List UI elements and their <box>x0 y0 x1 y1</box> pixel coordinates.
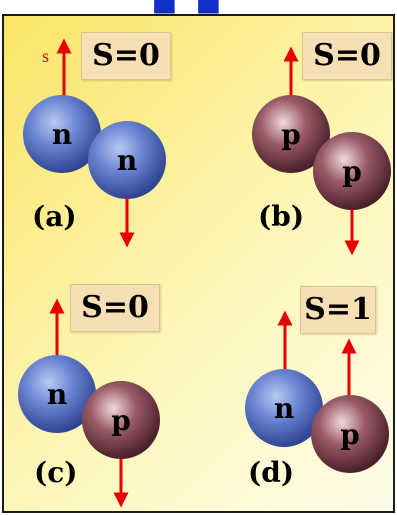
particle-label: n <box>117 144 137 177</box>
spin-state-label-b: S=0 <box>302 32 392 80</box>
particle-label: p <box>281 118 301 151</box>
neutron-ball-a2 <box>88 121 166 199</box>
title-cropped-text: ▄▀▄▀ <box>0 0 397 14</box>
neutron-ball-d <box>245 369 323 447</box>
panel-caption-c: (c) <box>34 456 78 489</box>
diagram-canvas: n n p p n p n p <box>18 38 391 508</box>
proton-ball-c <box>82 381 160 459</box>
spin-symbol-label: s <box>42 46 50 66</box>
diagram-frame: n n p p n p n p s S=0 S=0 S=0 S=1 (a) (b… <box>2 14 395 513</box>
particle-label: p <box>340 418 360 451</box>
spin-state-label-c: S=0 <box>70 284 160 332</box>
panel-caption-b: (b) <box>258 200 305 233</box>
proton-ball-d <box>311 395 389 473</box>
neutron-ball-c <box>18 355 96 433</box>
panel-d <box>245 310 389 473</box>
panel-c <box>18 298 160 508</box>
particle-label: n <box>274 392 294 425</box>
spin-state-label-a: S=0 <box>81 32 171 80</box>
proton-ball-b1 <box>252 95 330 173</box>
panel-caption-d: (d) <box>248 456 295 489</box>
particle-label: p <box>342 155 362 188</box>
panel-caption-a: (a) <box>32 200 77 233</box>
particle-label: n <box>47 378 67 411</box>
spin-state-label-d: S=1 <box>300 286 376 334</box>
particle-label: p <box>111 404 131 437</box>
panel-a <box>23 38 166 248</box>
proton-ball-b2 <box>313 132 391 210</box>
panel-b <box>252 46 391 256</box>
neutron-ball-a1 <box>23 95 101 173</box>
title-bar-cropped: ▄▀▄▀ <box>0 0 397 14</box>
particle-label: n <box>52 118 72 151</box>
